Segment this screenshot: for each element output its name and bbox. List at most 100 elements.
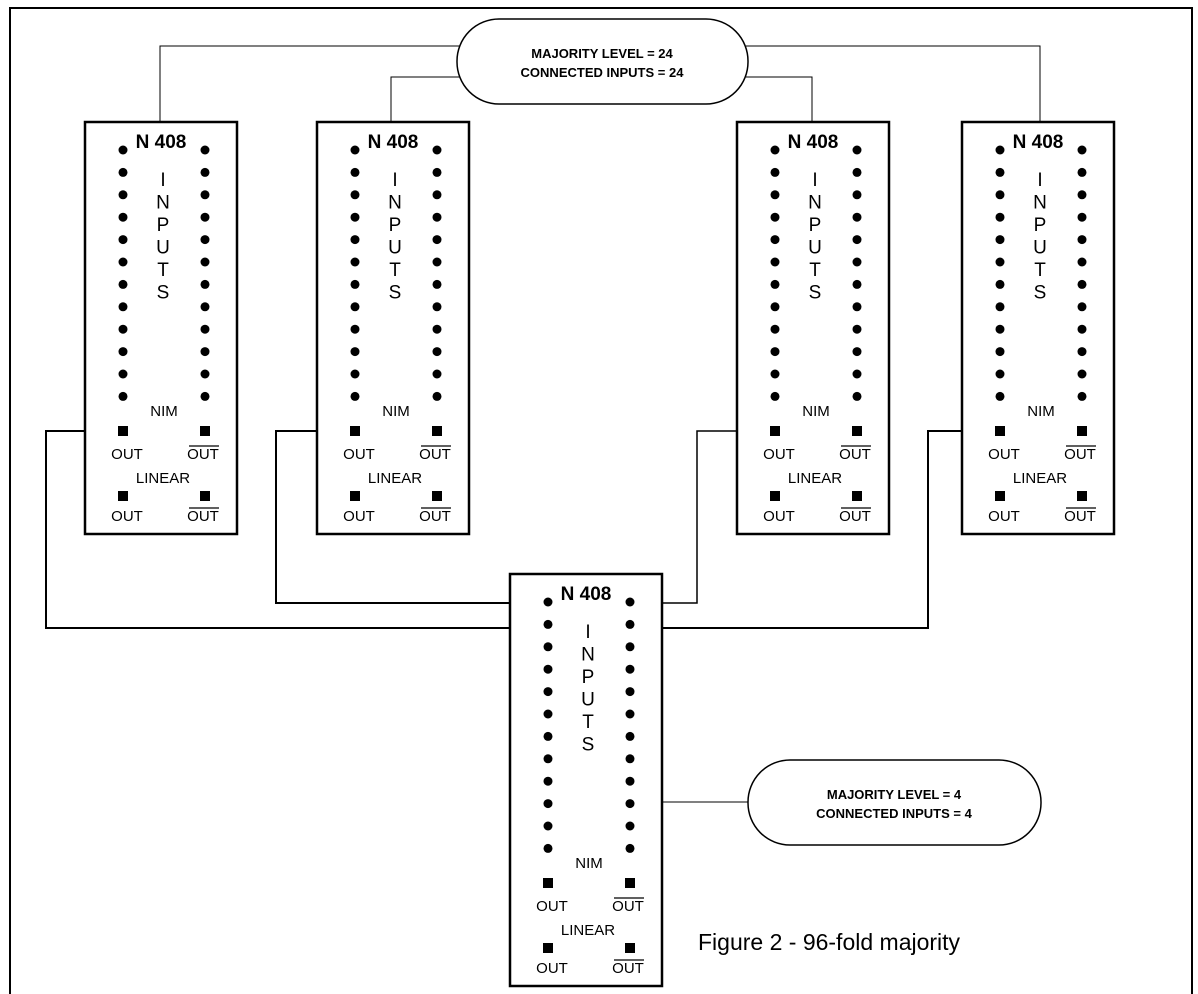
input-jack	[200, 279, 210, 289]
input-jack	[770, 167, 780, 177]
inputs-letter: S	[157, 283, 170, 304]
majority-level-bubble-bottom: MAJORITY LEVEL = 4 CONNECTED INPUTS = 4	[747, 759, 1042, 846]
input-jack	[625, 619, 635, 629]
input-jack	[350, 391, 360, 401]
input-jack	[350, 212, 360, 222]
inputs-letter: U	[581, 690, 595, 711]
input-jack	[995, 279, 1005, 289]
majority-level-bubble-top: MAJORITY LEVEL = 24 CONNECTED INPUTS = 2…	[456, 18, 749, 105]
input-jack	[118, 279, 128, 289]
input-jack	[543, 709, 553, 719]
linear-outbar-connector	[625, 943, 635, 953]
nim-outbar-label: OUT	[1064, 446, 1096, 463]
input-jack	[432, 257, 442, 267]
inputs-letter: P	[809, 215, 822, 236]
input-jack	[995, 369, 1005, 379]
input-jack	[200, 212, 210, 222]
input-jack	[543, 799, 553, 809]
inputs-letter: P	[582, 667, 595, 688]
input-jack	[852, 190, 862, 200]
inputs-letter: S	[809, 283, 822, 304]
input-jack	[625, 709, 635, 719]
nim-outbar-label: OUT	[419, 446, 451, 463]
input-jack	[1077, 257, 1087, 267]
input-jack	[1077, 235, 1087, 245]
input-jack	[432, 324, 442, 334]
input-jack	[350, 369, 360, 379]
input-jack	[432, 369, 442, 379]
input-jack	[852, 257, 862, 267]
nim-out-connector	[543, 878, 553, 888]
inputs-letter: N	[156, 193, 170, 214]
majority-wires	[159, 45, 1041, 122]
inputs-letter: U	[156, 238, 170, 259]
input-jack	[118, 302, 128, 312]
input-jack	[625, 597, 635, 607]
input-jack	[995, 235, 1005, 245]
inputs-letter: T	[809, 260, 821, 281]
input-jack	[200, 324, 210, 334]
input-jack	[432, 391, 442, 401]
input-jack	[543, 731, 553, 741]
input-jack	[543, 597, 553, 607]
input-jack	[118, 324, 128, 334]
linear-out-label: OUT	[763, 508, 795, 525]
input-jack	[852, 302, 862, 312]
module-title: N 408	[561, 584, 612, 605]
input-jack	[200, 167, 210, 177]
linear-label: LINEAR	[561, 922, 615, 939]
input-jack	[118, 391, 128, 401]
input-jack	[118, 235, 128, 245]
input-jack	[118, 212, 128, 222]
inputs-letter: S	[1034, 283, 1047, 304]
linear-out-label: OUT	[343, 508, 375, 525]
input-jack	[1077, 167, 1087, 177]
input-jack	[995, 257, 1005, 267]
input-jack	[770, 347, 780, 357]
input-jack	[770, 190, 780, 200]
input-jack	[770, 302, 780, 312]
linear-outbar-connector	[852, 491, 862, 501]
module-frame	[508, 572, 664, 988]
linear-outbar-label: OUT	[419, 508, 451, 525]
inputs-letter: N	[388, 193, 402, 214]
bubble-bottom-line2: CONNECTED INPUTS = 4	[816, 806, 972, 821]
inputs-letter: I	[392, 170, 397, 191]
input-jack	[852, 235, 862, 245]
input-jack	[350, 145, 360, 155]
nim-outbar-label: OUT	[839, 446, 871, 463]
input-jack	[350, 279, 360, 289]
module-frame	[735, 120, 891, 536]
input-jack	[432, 235, 442, 245]
input-jack	[852, 324, 862, 334]
input-jack	[350, 235, 360, 245]
nim-label: NIM	[150, 403, 178, 420]
nim-out-label: OUT	[763, 446, 795, 463]
nim-out-connector	[770, 426, 780, 436]
input-jack	[543, 687, 553, 697]
input-jack	[995, 302, 1005, 312]
input-jack	[432, 167, 442, 177]
input-jack	[200, 369, 210, 379]
inputs-letter: T	[1034, 260, 1046, 281]
linear-label: LINEAR	[368, 470, 422, 487]
input-jack	[118, 145, 128, 155]
input-jack	[1077, 190, 1087, 200]
input-jack	[118, 167, 128, 177]
input-jack	[432, 145, 442, 155]
nim-label: NIM	[1027, 403, 1055, 420]
nim-outbar-connector	[432, 426, 442, 436]
input-jack	[995, 324, 1005, 334]
input-jack	[1077, 369, 1087, 379]
input-jack	[995, 167, 1005, 177]
nim-outbar-connector	[1077, 426, 1087, 436]
nim-out-connector	[350, 426, 360, 436]
input-jack	[118, 369, 128, 379]
linear-out-connector	[770, 491, 780, 501]
nim-out-label: OUT	[111, 446, 143, 463]
input-jack	[200, 391, 210, 401]
input-jack	[625, 799, 635, 809]
